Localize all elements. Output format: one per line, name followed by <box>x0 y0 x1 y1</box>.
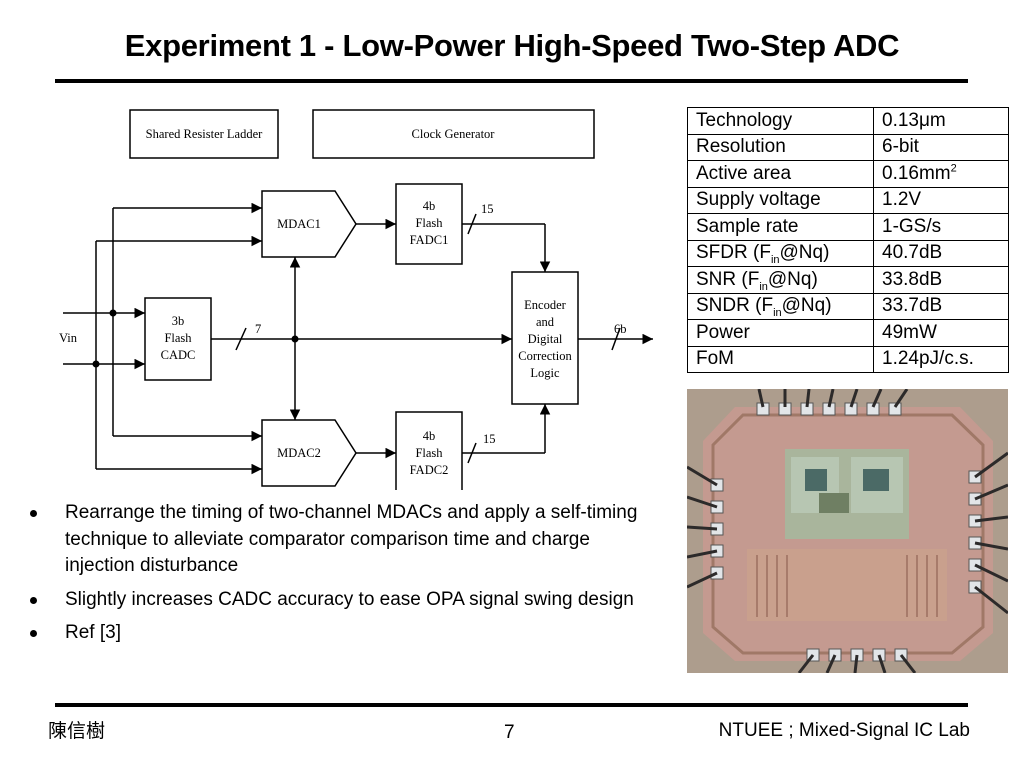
bus-bottom-label: 15 <box>483 432 496 446</box>
fadc2-line2: Flash <box>415 446 443 460</box>
top-rule <box>55 79 968 83</box>
spec-row: SFDR (Fin@Nq)40.7dB <box>687 239 1009 267</box>
ladder-label: Shared Resister Ladder <box>146 127 263 141</box>
spec-value: 49mW <box>873 319 1009 347</box>
spec-key: SFDR (Fin@Nq) <box>687 239 874 267</box>
spec-value: 6-bit <box>873 133 1009 161</box>
spec-key: Technology <box>687 107 874 135</box>
bullet-dot-icon <box>30 596 37 604</box>
fadc2-line1: 4b <box>423 429 436 443</box>
adc-block-diagram: Shared Resister Ladder Clock Generator M… <box>59 109 653 490</box>
spec-value: 1.24pJ/c.s. <box>873 345 1009 373</box>
spec-key: Resolution <box>687 133 874 161</box>
bus-mid-label: 7 <box>255 322 261 336</box>
spec-value: 33.8dB <box>873 266 1009 294</box>
encoder-line3: Digital <box>528 332 563 346</box>
bullet-item: Ref [3] <box>30 620 650 647</box>
footer-lab: NTUEE ; Mixed-Signal IC Lab <box>718 720 970 741</box>
clock-block <box>312 109 595 159</box>
vin-label: Vin <box>59 331 78 345</box>
mdac1-label: MDAC1 <box>277 217 321 231</box>
die-photo <box>687 389 1008 673</box>
cadc-block <box>144 297 212 381</box>
spec-value: 0.16mm2 <box>873 160 1009 188</box>
cadc-line2: Flash <box>164 331 192 345</box>
bus-top-label: 15 <box>481 202 494 216</box>
clock-label: Clock Generator <box>412 127 496 141</box>
mdac2-label: MDAC2 <box>277 446 321 460</box>
bullet-item: Slightly increases CADC accuracy to ease… <box>30 587 650 614</box>
spec-key: FoM <box>687 345 874 373</box>
fadc2-line3: FADC2 <box>410 463 449 477</box>
ladder-block <box>129 109 279 159</box>
spec-key: Supply voltage <box>687 186 874 214</box>
encoder-line5: Logic <box>530 366 560 380</box>
bullet-item: Rearrange the timing of two-channel MDAC… <box>30 500 650 580</box>
mdac2-block <box>261 419 357 487</box>
page-number: 7 <box>504 722 515 743</box>
fadc1-line3: FADC1 <box>410 233 449 247</box>
spec-key: SNDR (Fin@Nq) <box>687 292 874 320</box>
bullet-list: Rearrange the timing of two-channel MDAC… <box>30 500 650 654</box>
cadc-line3: CADC <box>161 348 196 362</box>
encoder-line2: and <box>536 315 555 329</box>
spec-row: SNR (Fin@Nq)33.8dB <box>687 266 1009 294</box>
encoder-line4: Correction <box>518 349 572 363</box>
bottom-rule <box>55 703 968 707</box>
fadc1-line2: Flash <box>415 216 443 230</box>
fadc2-block <box>395 411 463 490</box>
spec-value: 1-GS/s <box>873 213 1009 241</box>
bullet-dot-icon <box>30 630 37 637</box>
spec-key: SNR (Fin@Nq) <box>687 266 874 294</box>
spec-key: Sample rate <box>687 213 874 241</box>
spec-value: 40.7dB <box>873 239 1009 267</box>
spec-value: 0.13μm <box>873 107 1009 135</box>
cadc-line1: 3b <box>172 314 185 328</box>
bus-out-label: 6b <box>614 322 627 336</box>
spec-value: 33.7dB <box>873 292 1009 320</box>
footer-author: 陳信樹 <box>48 720 106 742</box>
mdac1-block <box>261 190 357 258</box>
spec-key: Active area <box>687 160 874 188</box>
slide-title: Experiment 1 - Low-Power High-Speed Two-… <box>124 28 900 63</box>
spec-row: SNDR (Fin@Nq)33.7dB <box>687 292 1009 320</box>
encoder-line1: Encoder <box>524 298 566 312</box>
bullet-dot-icon <box>30 510 37 517</box>
spec-key: Power <box>687 319 874 347</box>
spec-value: 1.2V <box>873 186 1009 214</box>
fadc1-line1: 4b <box>423 199 436 213</box>
